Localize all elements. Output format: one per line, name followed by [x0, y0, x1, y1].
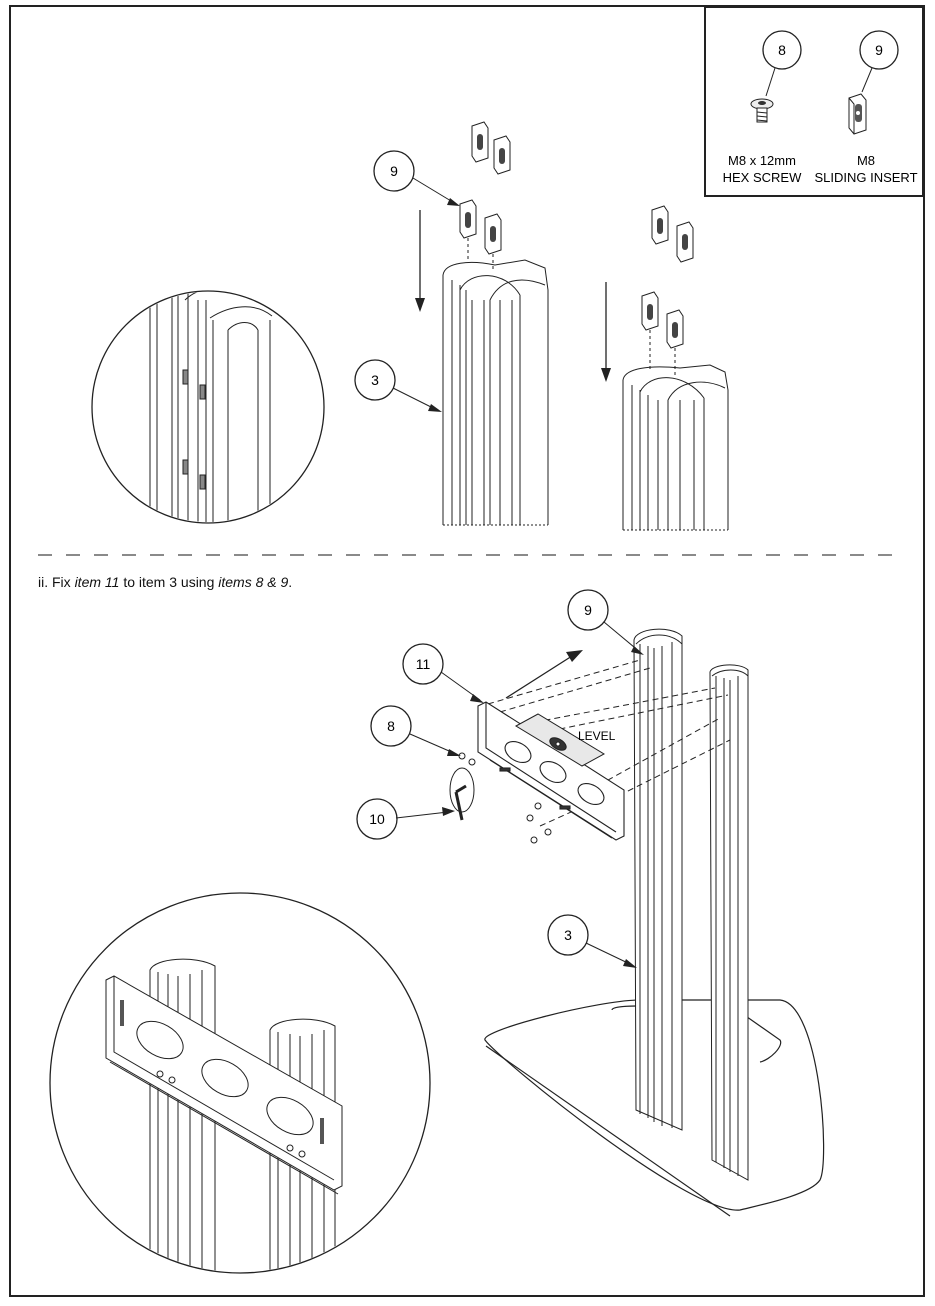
sliding-insert-icon	[848, 93, 867, 135]
callout-9-top-number: 9	[390, 163, 398, 179]
callout-11-number: 11	[416, 656, 431, 672]
callout-8-bottom	[370, 705, 461, 756]
top-detail-view	[91, 290, 325, 524]
callout-8-bottom-number: 8	[387, 718, 395, 734]
column-top-right	[622, 364, 729, 531]
callout-9-bottom-number: 9	[584, 602, 592, 618]
callout-9-bottom	[567, 589, 644, 655]
callout-3-bottom	[547, 914, 637, 968]
legend-item-9-name: SLIDING INSERT	[814, 170, 917, 185]
instruction-text: ii. Fix item 11 to item 3 using items 8 …	[38, 574, 292, 590]
callout-9-top	[373, 150, 460, 206]
down-arrow-right	[601, 282, 611, 382]
parts-legend: 8 M8 x 12mm HEX SCREW 9 M8 SLIDING INSER…	[704, 6, 924, 197]
legend-callout-9-number: 9	[875, 42, 883, 58]
callout-3-top	[354, 359, 442, 412]
stand-column-rear	[709, 664, 749, 1181]
hex-screw-icon	[750, 98, 774, 123]
callout-10-number: 10	[369, 811, 385, 827]
sliding-inserts-top	[459, 121, 694, 376]
instruction-item-a: item 11	[74, 574, 120, 590]
legend-item-8-size: M8 x 12mm	[728, 153, 796, 168]
column-top-left	[442, 259, 549, 526]
instruction-prefix: ii. Fix	[38, 574, 75, 590]
legend-callout-9	[859, 30, 899, 70]
down-arrow-left	[415, 210, 425, 312]
stand-column-front	[633, 628, 683, 1131]
bottom-detail-view	[49, 892, 431, 1274]
instruction-middle: to item 3 using	[119, 574, 219, 590]
callout-11	[402, 643, 484, 703]
legend-item-9-size: M8	[857, 153, 875, 168]
page-border	[9, 5, 925, 1297]
legend-callout-8-number: 8	[778, 42, 786, 58]
push-arrow	[505, 650, 583, 699]
legend-callout-8	[762, 30, 802, 70]
allen-key-icon	[449, 767, 475, 821]
instruction-suffix: .	[288, 574, 293, 590]
level-label: LEVEL	[578, 729, 616, 743]
callout-10	[356, 798, 455, 840]
callout-3-bottom-number: 3	[564, 927, 572, 943]
callout-3-top-number: 3	[371, 372, 379, 388]
wall-bracket	[477, 701, 625, 841]
spirit-level	[514, 713, 606, 767]
legend-item-8-name: HEX SCREW	[723, 170, 802, 185]
hex-screws	[458, 752, 552, 844]
instruction-item-b: items 8 & 9	[218, 574, 289, 590]
